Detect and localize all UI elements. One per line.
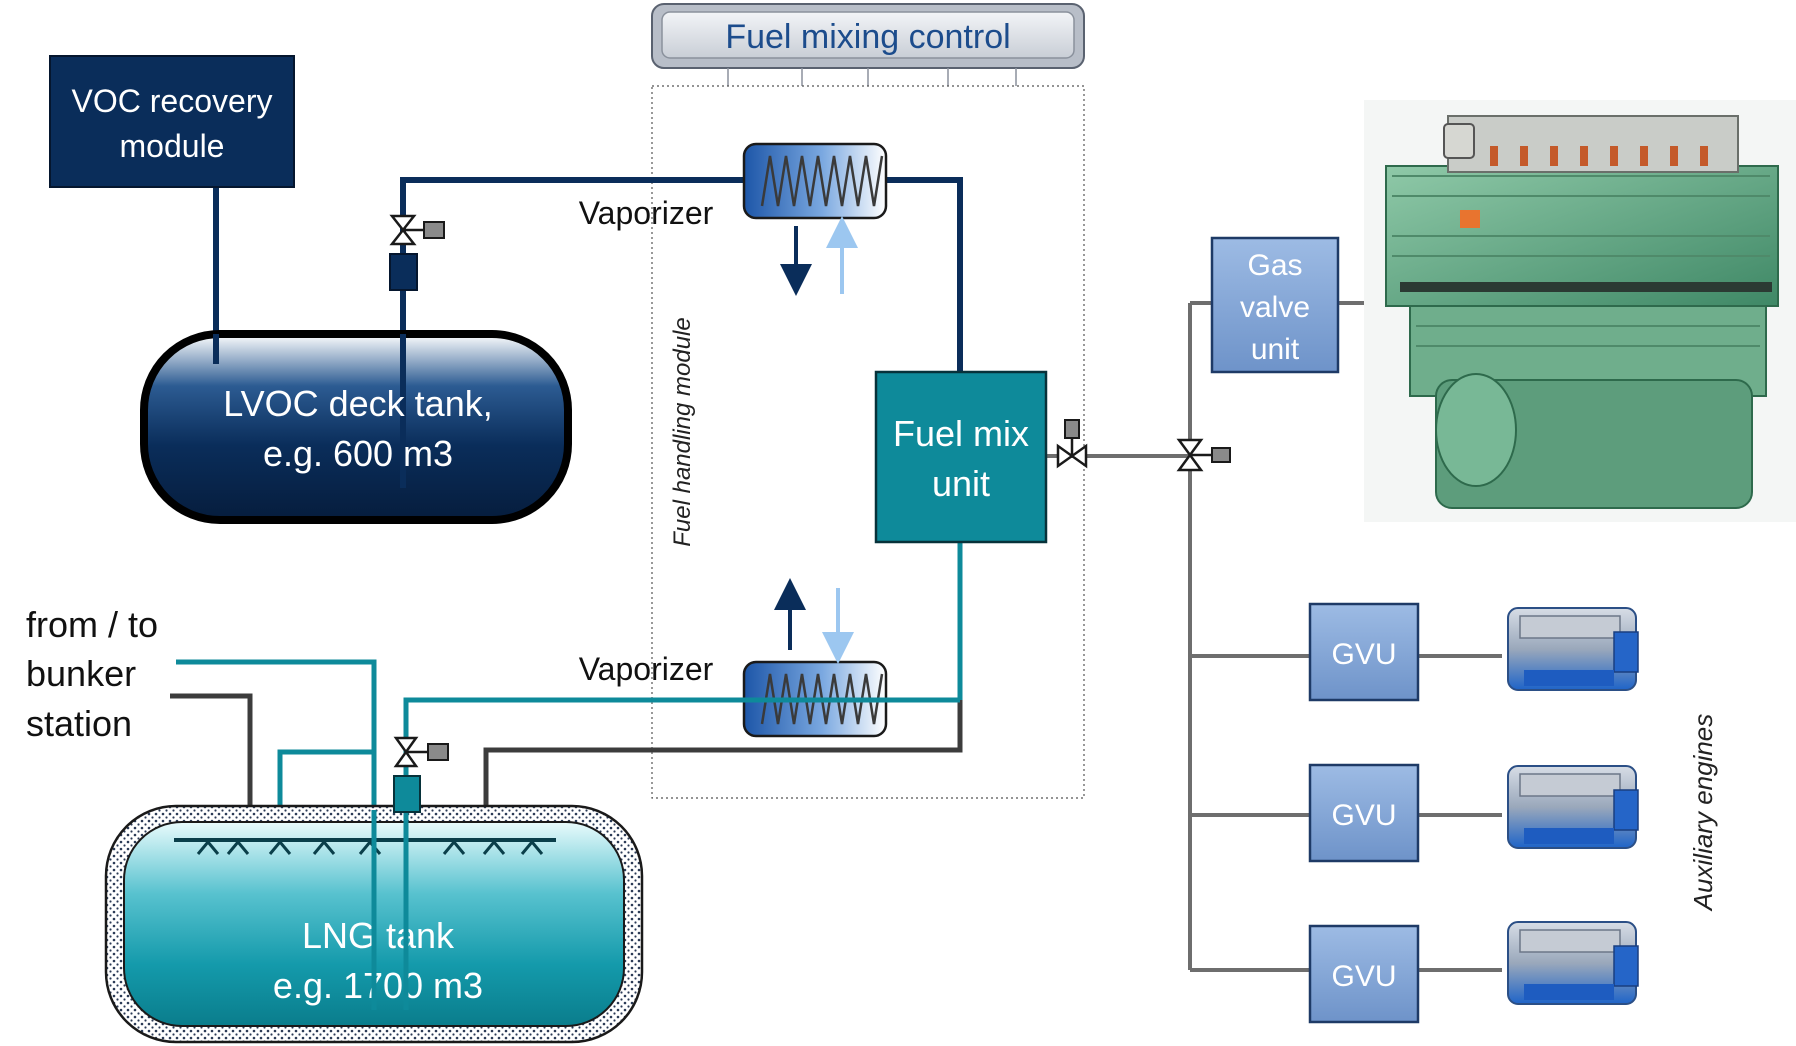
fuel-mix-unit-line1: Fuel mix <box>893 413 1029 454</box>
lng-valve <box>393 736 449 813</box>
aux-engine-3 <box>1507 921 1639 1005</box>
fuel-handling-module: Fuel handling module <box>651 85 1085 799</box>
bunker-line1: from / to <box>26 604 158 645</box>
lng-tank-line1: LNG tank <box>302 915 455 956</box>
voc-recovery-module-line2: module <box>120 128 225 164</box>
lvoc-valve <box>389 214 445 291</box>
gvu-2-label: GVU <box>1331 799 1396 832</box>
gas-valve-unit-line2: valve <box>1240 291 1310 324</box>
lvoc-deck-tank: LVOC deck tank, e.g. 600 m3 <box>140 330 572 524</box>
aux-engine-1 <box>1507 607 1639 691</box>
vaporizer-bottom-label: Vaporizer <box>579 651 714 687</box>
main-gas-valve <box>1176 438 1231 472</box>
voc-recovery-module: VOC recovery module <box>49 55 295 188</box>
lvoc-deck-tank-line1: LVOC deck tank, <box>223 383 492 424</box>
main-engine-illustration <box>1364 100 1796 522</box>
gas-valve-unit-line3: unit <box>1251 333 1300 366</box>
lng-piping-gray <box>170 693 963 830</box>
lvoc-deck-tank-line2: e.g. 600 m3 <box>263 433 453 474</box>
fuel-mix-outlet-valve <box>1056 419 1088 469</box>
gas-valve-unit: Gas valve unit <box>1210 236 1340 374</box>
fuel-mixing-control: Fuel mixing control <box>651 3 1085 86</box>
spray-nozzles <box>196 839 544 855</box>
gvu-3-label: GVU <box>1331 960 1396 993</box>
lng-tank-line2: e.g. 1700 m3 <box>273 965 483 1006</box>
bunker-station-label: from / to bunker station <box>26 604 158 744</box>
fuel-mix-unit-line2: unit <box>932 463 990 504</box>
gas-valve-unit-line1: Gas <box>1247 249 1302 282</box>
fuel-mix-unit: Fuel mix unit <box>874 370 1048 544</box>
gvu-1: GVU <box>1308 602 1420 702</box>
bunker-line3: station <box>26 703 132 744</box>
vaporizer-top-label: Vaporizer <box>579 195 714 231</box>
gvu-3: GVU <box>1308 924 1420 1024</box>
fuel-mixing-control-title: Fuel mixing control <box>725 18 1010 56</box>
vaporizer-top: Vaporizer <box>579 142 888 296</box>
voc-recovery-module-line1: VOC recovery <box>72 83 273 119</box>
gvu-2: GVU <box>1308 763 1420 863</box>
gvu-1-label: GVU <box>1331 638 1396 671</box>
bunker-line2: bunker <box>26 653 136 694</box>
vaporizer-bottom: Vaporizer <box>579 578 888 738</box>
aux-engine-2 <box>1507 765 1639 849</box>
fuel-handling-module-label: Fuel handling module <box>669 317 696 547</box>
lng-tank-internal-pipes <box>371 810 409 1010</box>
auxiliary-engines-label: Auxiliary engines <box>1688 714 1718 913</box>
